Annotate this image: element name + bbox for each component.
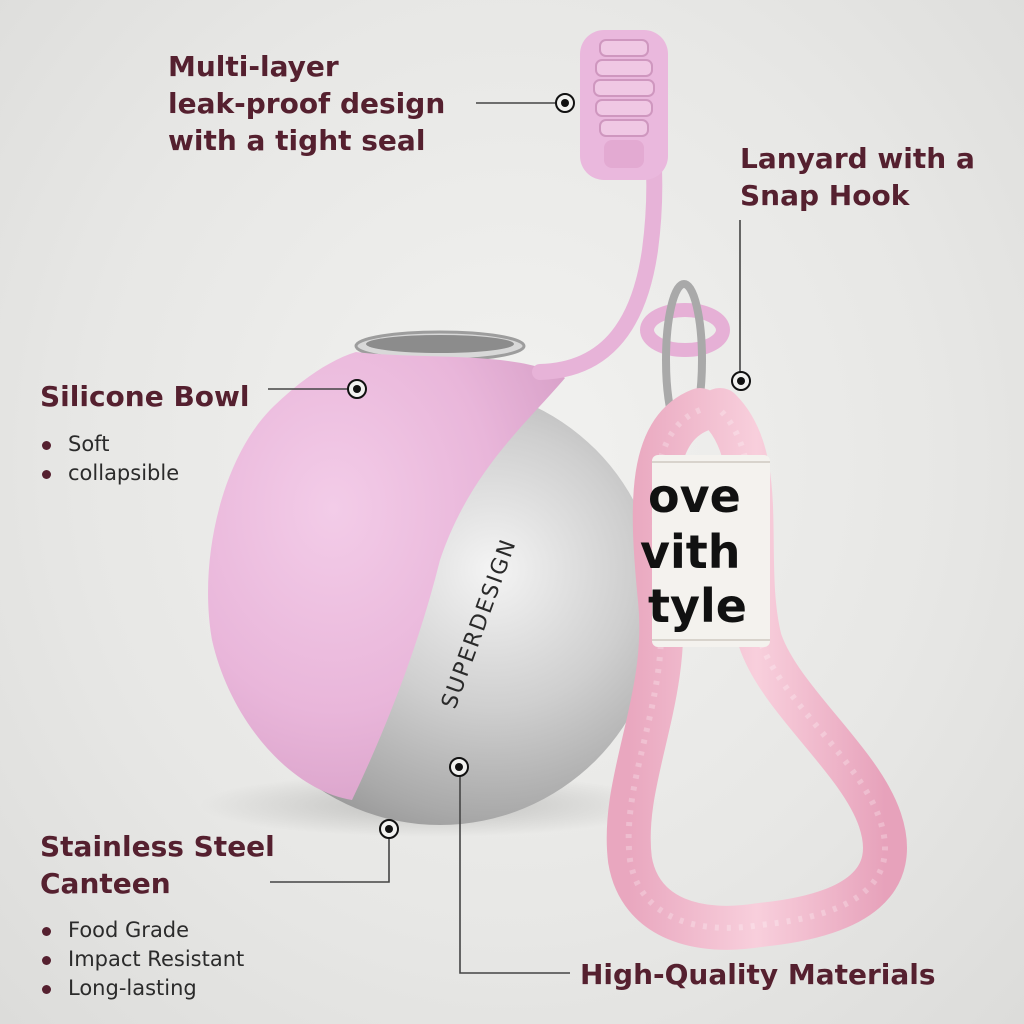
callout-lines — [268, 102, 741, 974]
bullet-item: Food Grade — [40, 916, 244, 945]
bullet-item: Soft — [40, 430, 179, 459]
callout-markers — [347, 93, 751, 839]
callout-line: with a tight seal — [168, 124, 426, 157]
canteen-bullets: Food Grade Impact Resistant Long-lasting — [40, 916, 244, 1003]
strap-loop — [640, 303, 730, 357]
tag-line-1: ove — [648, 469, 741, 523]
callout-line: Snap Hook — [740, 179, 910, 212]
silicone-bowl — [208, 352, 565, 800]
callout-line: Multi-layer — [168, 50, 339, 83]
materials-callout: High-Quality Materials — [580, 958, 936, 991]
canteen-opening — [366, 335, 514, 353]
callout-line: leak-proof design — [168, 87, 446, 120]
lanyard-tag — [652, 455, 770, 647]
callout-line: Stainless Steel — [40, 830, 275, 863]
callout-line: Canteen — [40, 867, 171, 900]
bullet-item: Long-lasting — [40, 974, 244, 1003]
bullet-item: collapsible — [40, 459, 179, 488]
tag-line-2: vith — [640, 525, 741, 579]
silicone-bowl-bullets: Soft collapsible — [40, 430, 179, 488]
silicone-bowl-title: Silicone Bowl — [40, 380, 250, 413]
callout-line: Lanyard with a — [740, 142, 975, 175]
lanyard-callout: Lanyard with a Snap Hook — [740, 140, 975, 214]
canteen-callout: Stainless Steel Canteen — [40, 828, 275, 902]
leak-proof-cap — [580, 30, 668, 180]
bullet-item: Impact Resistant — [40, 945, 244, 974]
leak-proof-callout: Multi-layer leak-proof design with a tig… — [168, 48, 445, 159]
tag-line-3: tyle — [648, 579, 747, 633]
